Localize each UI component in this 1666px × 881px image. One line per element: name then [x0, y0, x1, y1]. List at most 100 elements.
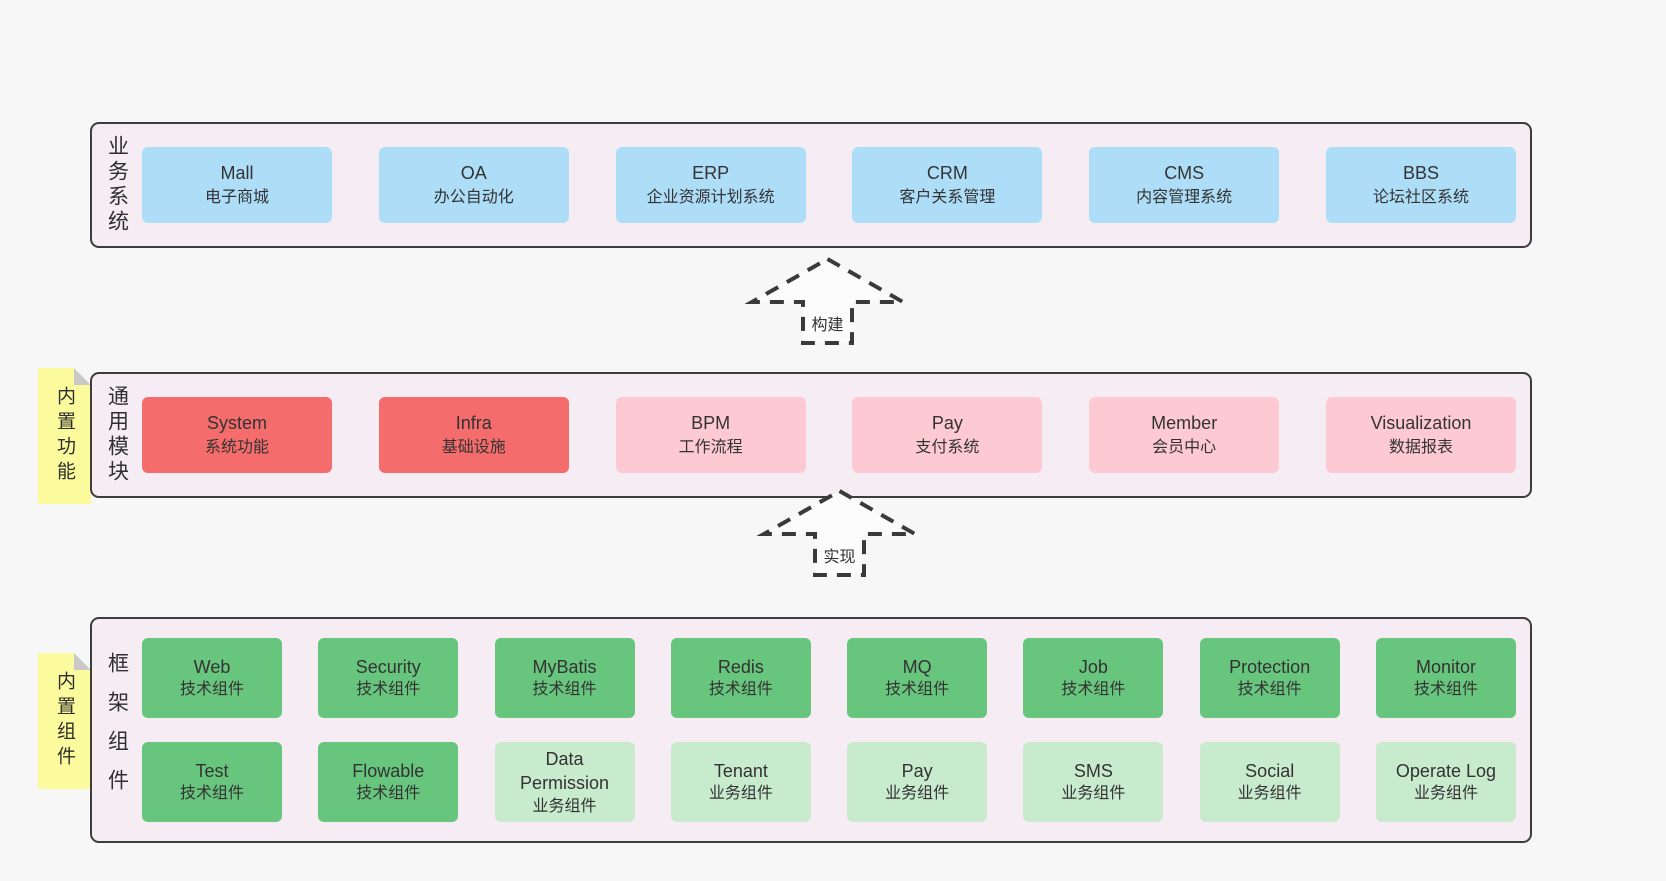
note-text: 内置功能	[54, 386, 75, 486]
node-pay-component: Pay 业务组件	[847, 742, 988, 822]
framework-grid: Web 技术组件 Security 技术组件 MyBatis 技术组件 Redi…	[142, 619, 1530, 841]
node-oa: OA 办公自动化	[378, 147, 569, 223]
node-sms: SMS 业务组件	[1023, 742, 1164, 822]
node-test: Test 技术组件	[142, 742, 282, 822]
node-bbs: BBS 论坛社区系统	[1325, 147, 1516, 223]
node-redis: Redis 技术组件	[670, 638, 811, 718]
framework-row-1: Web 技术组件 Security 技术组件 MyBatis 技术组件 Redi…	[142, 638, 1516, 718]
node-title: System	[206, 413, 267, 434]
business-panel-label: 业务系统	[105, 135, 129, 235]
node-data-permission: Data Permission 业务组件	[494, 742, 635, 822]
node-subtitle: 技术组件	[356, 785, 421, 803]
node-title: Protection	[1229, 657, 1311, 678]
common-modules-panel: 通用模块 System 系统功能 Infra 基础设施 BPM 工作流程 Pay…	[90, 372, 1532, 498]
node-subtitle: 技术组件	[708, 681, 773, 699]
node-subtitle: 数据报表	[1388, 439, 1453, 457]
node-visualization: Visualization 数据报表	[1325, 397, 1516, 473]
node-subtitle: 技术组件	[179, 785, 244, 803]
node-mybatis: MyBatis 技术组件	[494, 638, 635, 718]
node-title: Operate Log	[1395, 761, 1496, 782]
node-title: SMS	[1073, 761, 1113, 782]
node-subtitle: 业务组件	[1061, 785, 1126, 803]
node-subtitle: 技术组件	[1237, 681, 1302, 699]
framework-components-panel: 框架组件 Web 技术组件 Security 技术组件 MyBatis 技术组件…	[90, 617, 1532, 843]
node-title: Pay	[931, 413, 963, 434]
node-subtitle: 企业资源计划系统	[646, 189, 775, 207]
node-flowable: Flowable 技术组件	[318, 742, 459, 822]
note-text: 内置组件	[54, 671, 75, 771]
node-monitor: Monitor 技术组件	[1375, 638, 1516, 718]
node-subtitle: 办公自动化	[433, 189, 514, 207]
node-erp: ERP 企业资源计划系统	[615, 147, 806, 223]
node-subtitle: 技术组件	[885, 681, 950, 699]
node-title: CRM	[926, 163, 968, 184]
node-subtitle: 论坛社区系统	[1372, 189, 1469, 207]
modules-panel-label: 通用模块	[105, 385, 129, 485]
node-title: MQ	[902, 657, 932, 678]
node-pay-module: Pay 支付系统	[852, 397, 1043, 473]
node-subtitle: 业务组件	[708, 785, 773, 803]
node-job: Job 技术组件	[1023, 638, 1164, 718]
node-title: Pay	[901, 761, 933, 782]
node-title: Data Permission	[520, 748, 610, 794]
node-subtitle: 业务组件	[1413, 785, 1478, 803]
node-subtitle: 基础设施	[441, 439, 506, 457]
node-subtitle: 系统功能	[204, 439, 269, 457]
implement-arrow-label: 实现	[819, 543, 860, 567]
node-cms: CMS 内容管理系统	[1089, 147, 1280, 223]
node-operate-log: Operate Log 业务组件	[1375, 742, 1516, 822]
node-title: ERP	[692, 163, 730, 184]
node-subtitle: 电子商城	[204, 189, 269, 207]
node-mq: MQ 技术组件	[847, 638, 988, 718]
node-title: Member	[1151, 413, 1218, 434]
up-arrow-icon	[757, 488, 922, 577]
node-infra: Infra 基础设施	[378, 397, 569, 473]
node-subtitle: 内容管理系统	[1136, 189, 1233, 207]
node-member: Member 会员中心	[1089, 397, 1280, 473]
node-subtitle: 业务组件	[885, 785, 950, 803]
node-title: Social	[1245, 761, 1295, 782]
node-subtitle: 技术组件	[179, 681, 244, 699]
node-subtitle: 会员中心	[1152, 439, 1217, 457]
node-title: Mall	[220, 163, 254, 184]
builtin-components-note: 内置组件	[38, 653, 91, 789]
node-subtitle: 业务组件	[532, 797, 597, 815]
node-subtitle: 技术组件	[1413, 681, 1478, 699]
business-systems-panel: 业务系统 Mall 电子商城 OA 办公自动化 ERP 企业资源计划系统 CRM…	[90, 122, 1532, 248]
build-arrow-label: 构建	[807, 311, 848, 335]
node-title: CMS	[1164, 163, 1205, 184]
node-title: Security	[355, 657, 421, 678]
node-social: Social 业务组件	[1199, 742, 1340, 822]
node-security: Security 技术组件	[318, 638, 459, 718]
node-subtitle: 客户关系管理	[899, 189, 996, 207]
panel-label-zone: 业务系统	[92, 124, 142, 246]
node-mall: Mall 电子商城	[142, 147, 332, 223]
folded-corner-icon	[74, 653, 91, 670]
folded-corner-icon	[74, 368, 91, 385]
framework-row-2: Test 技术组件 Flowable 技术组件 Data Permission …	[142, 742, 1516, 822]
builtin-functions-note: 内置功能	[38, 368, 91, 504]
node-tenant: Tenant 业务组件	[670, 742, 811, 822]
node-title: Redis	[717, 657, 764, 678]
node-web: Web 技术组件	[142, 638, 282, 718]
node-subtitle: 支付系统	[915, 439, 980, 457]
node-title: Tenant	[713, 761, 768, 782]
panel-label-zone: 框架组件	[92, 619, 142, 841]
node-system: System 系统功能	[142, 397, 332, 473]
business-boxes: Mall 电子商城 OA 办公自动化 ERP 企业资源计划系统 CRM 客户关系…	[142, 124, 1530, 246]
node-title: Job	[1078, 657, 1108, 678]
panel-label-zone: 通用模块	[92, 374, 142, 496]
node-title: Infra	[455, 413, 492, 434]
node-subtitle: 技术组件	[532, 681, 597, 699]
module-boxes: System 系统功能 Infra 基础设施 BPM 工作流程 Pay 支付系统…	[142, 374, 1530, 496]
node-title: Visualization	[1370, 413, 1472, 434]
build-arrow: 构建	[745, 255, 910, 347]
node-title: MyBatis	[532, 657, 597, 678]
node-subtitle: 业务组件	[1237, 785, 1302, 803]
node-subtitle: 技术组件	[356, 681, 421, 699]
node-title: BPM	[691, 413, 731, 434]
node-title: Flowable	[352, 761, 425, 782]
node-crm: CRM 客户关系管理	[852, 147, 1043, 223]
node-title: Test	[195, 761, 229, 782]
